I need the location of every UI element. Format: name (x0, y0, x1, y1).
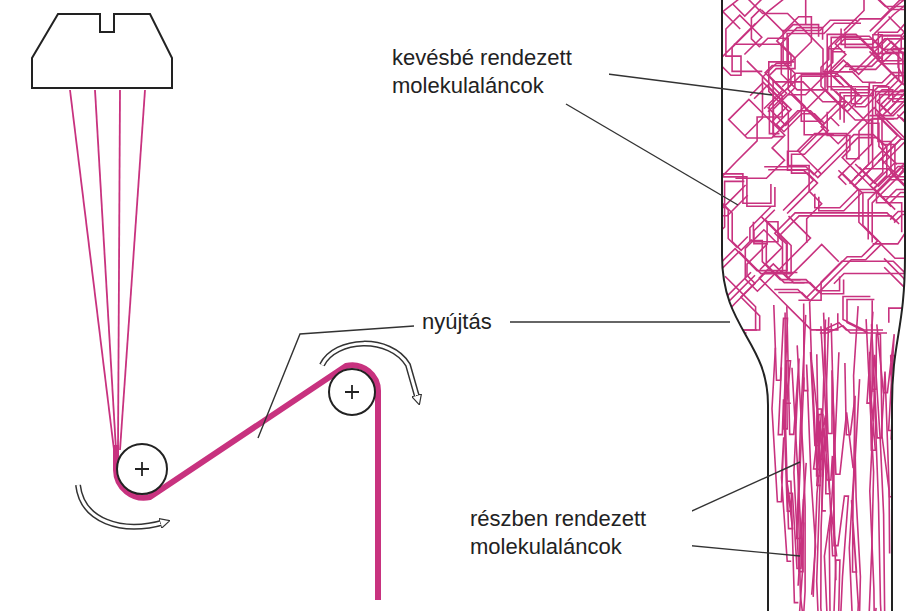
rotation-arrow (78, 485, 165, 527)
rotation-arrow (322, 344, 418, 400)
drawn-fiber (116, 365, 378, 600)
roller (117, 444, 167, 494)
spinneret (32, 14, 172, 88)
label-text: nyújtás (420, 308, 494, 336)
rotation-arrow (322, 344, 418, 400)
label-text: kevésbé rendezett molekulaláncok (390, 44, 609, 100)
label-text: részben rendezett molekulaláncok (468, 505, 692, 561)
roller (329, 369, 375, 415)
filaments (70, 90, 145, 450)
rotation-arrow (78, 485, 165, 527)
leader-line (258, 72, 800, 556)
